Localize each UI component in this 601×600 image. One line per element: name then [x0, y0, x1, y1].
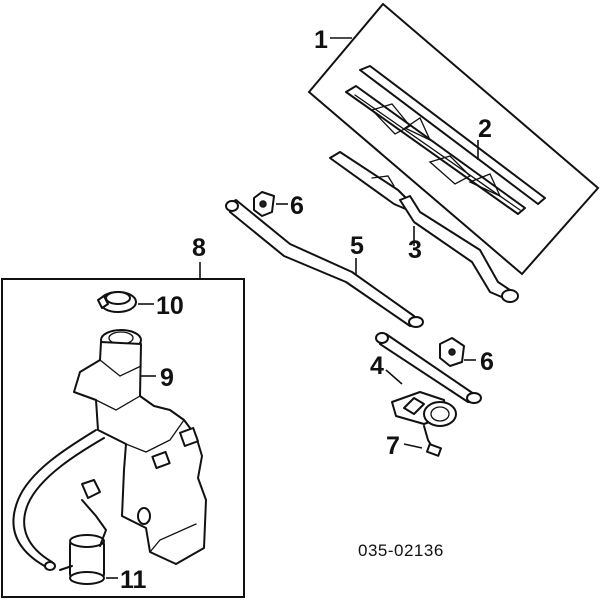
callout-6-upper: 6	[290, 192, 304, 220]
bushing-clip-upper	[253, 191, 275, 217]
washer-hose	[12, 429, 105, 571]
callout-11: 11	[120, 566, 147, 594]
washer-reservoir	[73, 329, 207, 565]
linkage-rod-lower	[375, 332, 482, 404]
leader-lines	[106, 37, 479, 579]
callout-7: 7	[386, 432, 400, 460]
linkage-rod	[225, 199, 424, 328]
washer-group-box	[1, 278, 245, 598]
callout-5: 5	[350, 232, 364, 260]
callout-9: 9	[160, 364, 174, 392]
wiper-blade	[345, 65, 546, 215]
washer-pump	[59, 479, 108, 585]
wiper-blade-group-box	[307, 2, 600, 276]
callout-1: 1	[314, 26, 328, 54]
wiper-motor	[391, 391, 457, 457]
callout-4: 4	[370, 352, 384, 380]
callout-8: 8	[192, 234, 206, 262]
wiper-arm	[329, 151, 519, 303]
callout-3: 3	[408, 236, 422, 264]
callout-6-lower: 6	[480, 348, 494, 376]
callout-10: 10	[156, 292, 184, 320]
callout-2: 2	[478, 115, 492, 143]
bushing-clip-lower	[439, 337, 465, 367]
diagram-code: 035-02136	[358, 541, 444, 560]
reservoir-cap	[97, 291, 137, 313]
